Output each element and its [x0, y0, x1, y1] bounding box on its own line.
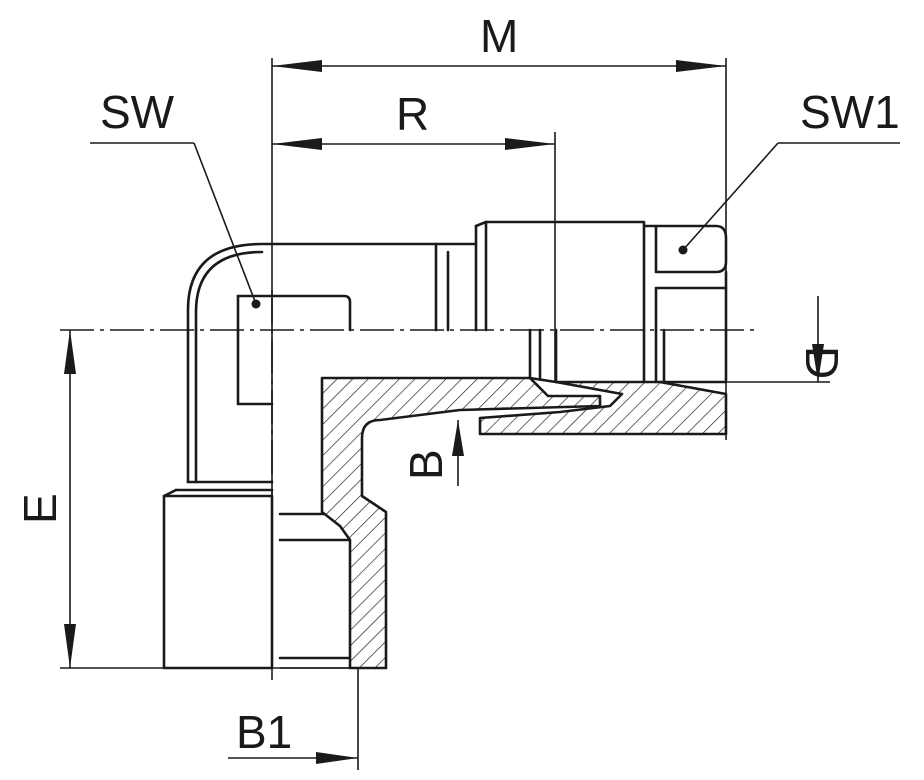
leader-sw: SW [90, 86, 261, 309]
elbow-body [174, 242, 438, 492]
leader-sw1: SW1 [678, 86, 900, 255]
arrowhead-left [272, 138, 322, 150]
horizontal-branch [434, 220, 728, 384]
dimension-b: B [400, 420, 464, 486]
label-d: D [796, 346, 848, 379]
arrowhead-right [676, 60, 726, 72]
label-sw: SW [100, 86, 175, 138]
label-sw1: SW1 [800, 86, 900, 138]
arrowhead-right [316, 752, 358, 764]
dimension-b1: B1 [228, 668, 359, 770]
label-r: R [396, 88, 429, 140]
arrowhead-right [505, 138, 555, 150]
lower-port [162, 488, 352, 670]
dimension-d: D [726, 296, 848, 383]
dimension-e: E [14, 330, 386, 669]
arrowhead-up [452, 420, 464, 456]
dimension-m: M [271, 10, 727, 680]
arrowhead-up [64, 330, 76, 374]
dimension-r: R [272, 88, 556, 382]
section-body [320, 376, 728, 670]
arrowhead-down [812, 344, 824, 382]
arrowhead-left [272, 60, 322, 72]
label-b1: B1 [236, 706, 292, 758]
label-b: B [400, 449, 452, 480]
arrowhead-down [64, 624, 76, 668]
label-e: E [14, 493, 66, 524]
label-m: M [480, 10, 518, 62]
